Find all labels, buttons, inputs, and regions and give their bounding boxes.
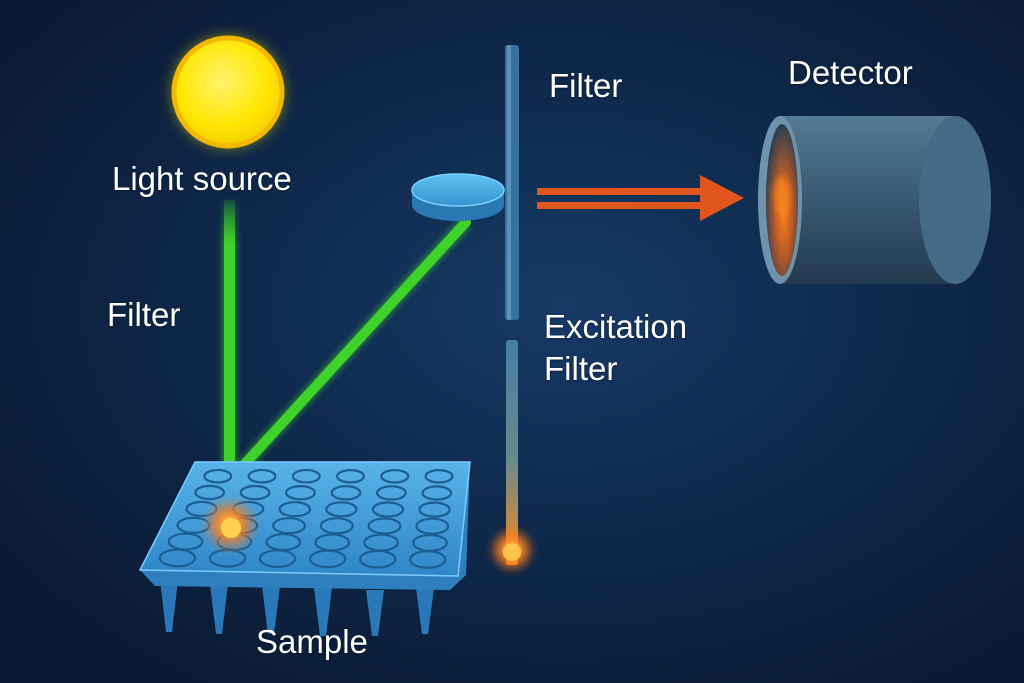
sample-label: Sample xyxy=(256,623,368,660)
light-source-label: Light source xyxy=(112,160,292,197)
sample-well xyxy=(239,484,271,501)
sample-well xyxy=(424,468,454,484)
sample-well xyxy=(291,468,321,484)
excitation-filter-bar xyxy=(488,340,536,574)
sample-well xyxy=(380,468,410,484)
sample-well xyxy=(409,550,447,569)
sample-well xyxy=(330,485,362,501)
sample-well xyxy=(247,468,277,484)
sample-well xyxy=(258,549,297,568)
sample-well xyxy=(376,485,407,501)
sample-well xyxy=(415,517,450,535)
sample-well xyxy=(336,468,366,484)
sample-well xyxy=(285,485,316,501)
well-plate-icon xyxy=(138,461,471,636)
sun-icon xyxy=(170,34,286,150)
sample-well xyxy=(278,501,311,518)
sample-well xyxy=(319,517,354,535)
sample-well xyxy=(325,501,358,518)
excitation-filter-label-line1: Excitation xyxy=(544,308,688,345)
sample-well xyxy=(203,468,233,484)
double-arrow-icon xyxy=(537,175,744,221)
excitation-beam xyxy=(222,200,472,500)
sample-well xyxy=(308,549,347,569)
filter-top-label: Filter xyxy=(549,67,623,104)
sample-well xyxy=(194,484,226,501)
sample-well xyxy=(421,485,453,501)
filter-left-label: Filter xyxy=(107,296,181,333)
detector-label: Detector xyxy=(788,54,913,91)
excitation-filter-label-line2: Filter xyxy=(544,350,618,387)
sample-well xyxy=(371,501,405,518)
sample-well xyxy=(158,548,197,568)
lens-disc-icon xyxy=(411,173,505,221)
filter-bar xyxy=(505,45,519,320)
sample-well xyxy=(272,517,307,535)
cylinder-icon xyxy=(758,116,991,284)
sample-well xyxy=(418,501,451,518)
sample-well xyxy=(359,549,397,569)
sample-well xyxy=(367,517,402,535)
